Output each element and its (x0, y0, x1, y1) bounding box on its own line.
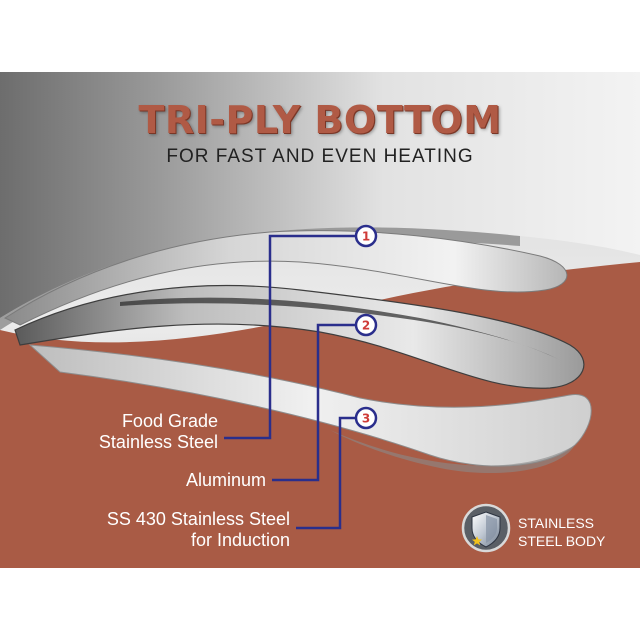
layer-2-label: Aluminum (186, 470, 266, 491)
leader-line-2 (272, 323, 365, 482)
layer-2-aluminum (14, 284, 585, 389)
layer-3-label-line1: SS 430 Stainless Steel (106, 509, 290, 529)
layer-3-ss430 (28, 344, 592, 467)
page-title: TRI-PLY BOTTOM (138, 98, 502, 142)
badge-label: STAINLESS STEEL BODY (518, 514, 605, 550)
page-subtitle: FOR FAST AND EVEN HEATING (166, 146, 474, 167)
layer-1-label-line1: Food Grade (121, 411, 218, 431)
leader-line-3 (296, 416, 365, 530)
layer-2-label-line1: Aluminum (185, 470, 266, 490)
layer-1-stainless (3, 230, 568, 326)
base-edge-shadow (330, 430, 575, 474)
layer-marker-3: 3 (354, 406, 378, 430)
layer-1-label: Food Grade Stainless Steel (99, 411, 218, 453)
layer-3-label: SS 430 Stainless Steel for Induction (107, 509, 290, 551)
marker-3-number: 3 (362, 412, 370, 426)
badge-label-line1: STAINLESS (518, 515, 594, 531)
marker-2-number: 2 (362, 319, 370, 333)
aluminum-core-shadow (120, 297, 560, 360)
leader-line-1 (224, 234, 365, 440)
layer-marker-1: 1 (354, 224, 378, 248)
leader-lines (224, 234, 365, 530)
shield-icon (461, 503, 511, 553)
badge-label-line2: STEEL BODY (518, 533, 606, 549)
marker-1-number: 1 (362, 230, 370, 244)
pan-body (0, 72, 640, 318)
layer-1-label-line2: Stainless Steel (98, 432, 218, 452)
layer-3-label-line2: for Induction (190, 530, 290, 550)
layer-marker-2: 2 (354, 313, 378, 337)
